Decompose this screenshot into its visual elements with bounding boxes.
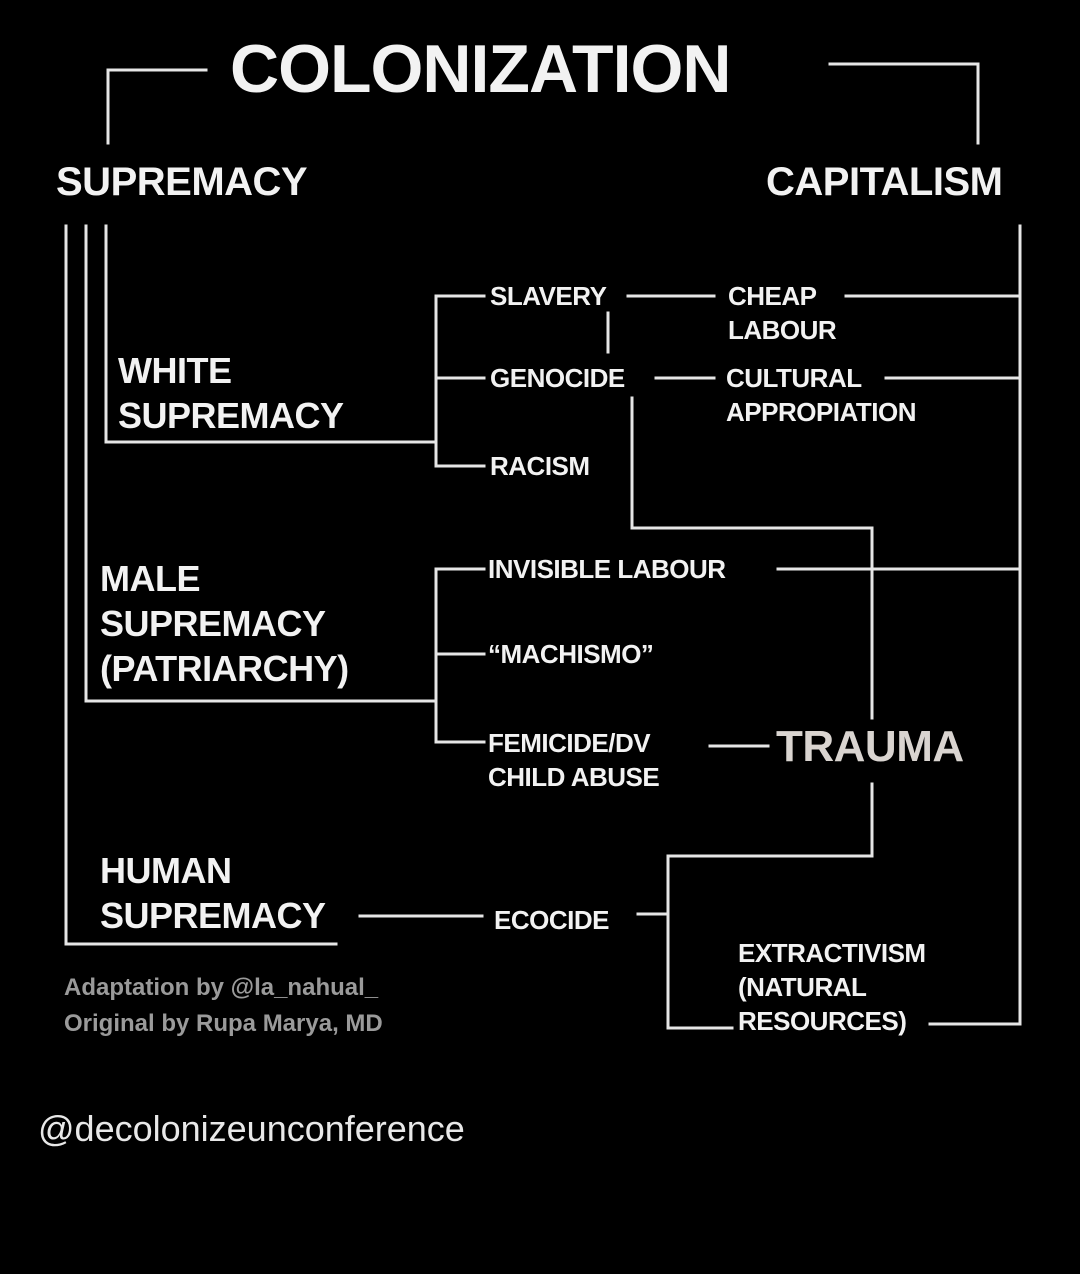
- white-supremacy-label: WHITE SUPREMACY: [118, 350, 344, 436]
- capitalism-label: CAPITALISM: [766, 160, 1003, 204]
- human-supremacy-label: HUMAN SUPREMACY: [100, 850, 326, 936]
- femicide-label: FEMICIDE/DV CHILD ABUSE: [488, 728, 660, 792]
- trauma-label: TRAUMA: [776, 722, 964, 771]
- colonization-left-bracket: [106, 68, 208, 145]
- supremacy-label: SUPREMACY: [56, 160, 308, 204]
- diagram-title: COLONIZATION: [230, 31, 731, 107]
- capitalism-trunk: [928, 224, 1022, 1026]
- extractivism-label: EXTRACTIVISM (NATURAL RESOURCES): [738, 938, 926, 1036]
- white-supremacy-trunk: [104, 224, 438, 444]
- cultural-appropiation-label: CULTURAL APPROPIATION: [726, 363, 916, 427]
- male-supremacy-label: MALE SUPREMACY (PATRIARCHY): [100, 558, 349, 689]
- genocide-label: GENOCIDE: [490, 363, 625, 393]
- racism-label: RACISM: [490, 451, 590, 481]
- credits: Adaptation by @la_nahual_ Original by Ru…: [64, 970, 383, 1042]
- machismo-label: “MACHISMO”: [488, 639, 654, 669]
- trauma-extractivism-link: [666, 782, 874, 1030]
- ecocide-label: ECOCIDE: [494, 905, 609, 935]
- account-handle: @decolonizeunconference: [38, 1108, 465, 1149]
- male-supremacy-trunk: [84, 224, 438, 703]
- cheap-labour-label: CHEAP LABOUR: [728, 281, 837, 345]
- colonization-right-bracket: [828, 62, 980, 145]
- slavery-label: SLAVERY: [490, 281, 607, 311]
- invisible-labour-label: INVISIBLE LABOUR: [488, 554, 726, 584]
- original-credit: Original by Rupa Marya, MD: [64, 1010, 383, 1037]
- genocide-trauma-link: [630, 396, 874, 720]
- human-supremacy-trunk: [64, 224, 338, 946]
- adaptation-credit: Adaptation by @la_nahual_: [64, 974, 379, 1001]
- white-branch-bracket: [434, 294, 486, 468]
